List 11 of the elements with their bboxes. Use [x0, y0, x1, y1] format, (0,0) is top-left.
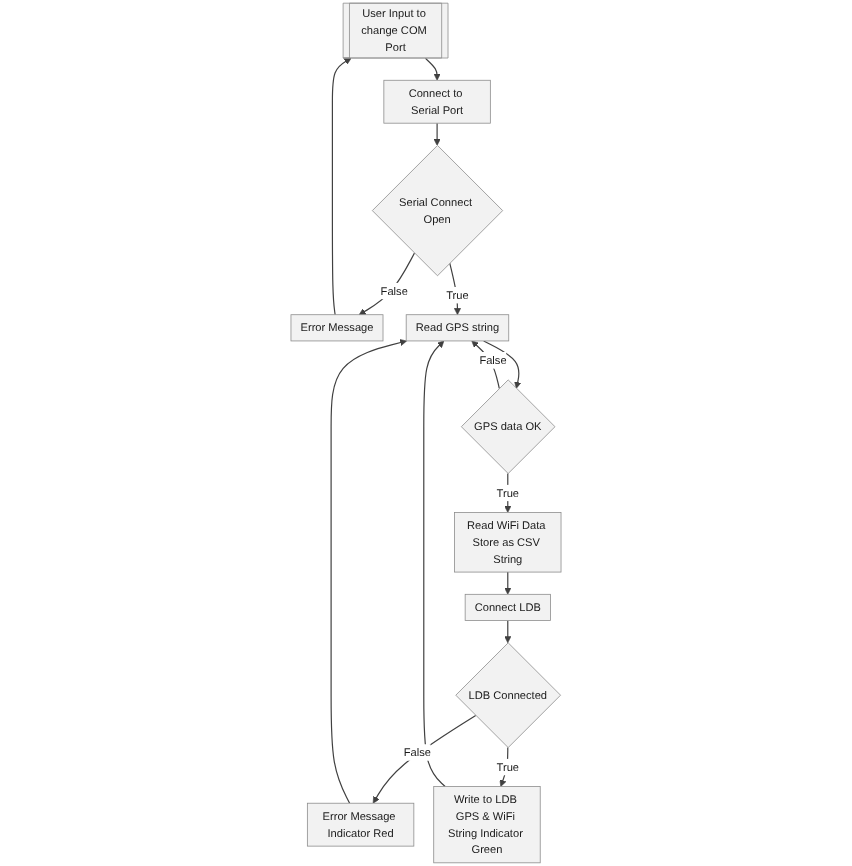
arrow — [358, 252, 416, 316]
arrow — [424, 57, 441, 81]
arrow — [423, 340, 446, 788]
arrow — [504, 619, 512, 644]
arrow — [433, 122, 441, 146]
arrow — [330, 339, 407, 804]
arrow — [483, 340, 522, 389]
arrow — [331, 58, 352, 316]
arrow — [372, 714, 477, 804]
arrow — [504, 571, 512, 595]
arrow — [499, 747, 509, 787]
